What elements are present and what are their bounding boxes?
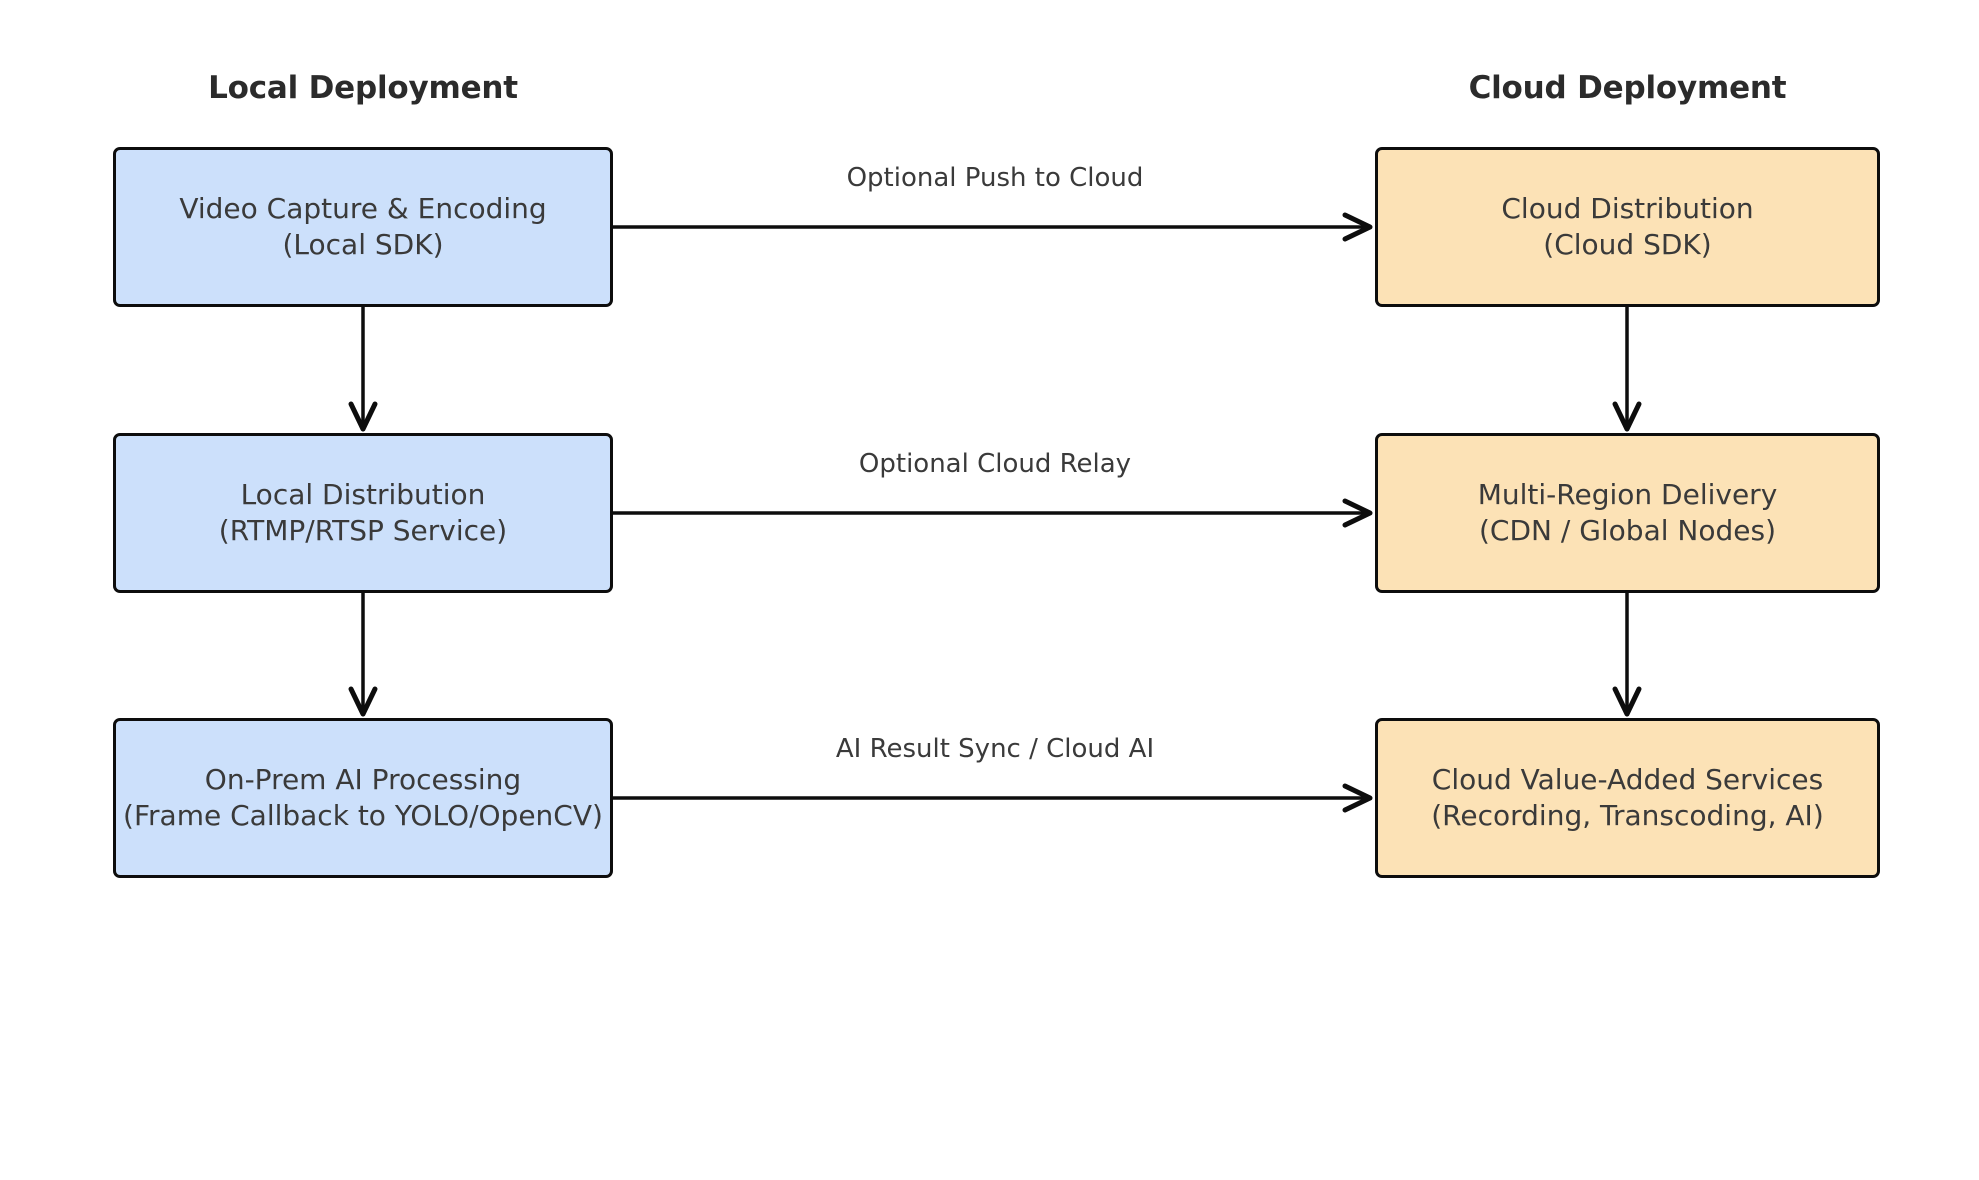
- edge-ai-result-sync: [613, 783, 1373, 813]
- edge-label-push-to-cloud: Optional Push to Cloud: [846, 163, 1144, 193]
- edge-cloud-multiregion-to-value: [1612, 593, 1642, 717]
- node-video-capture-encoding[interactable]: Video Capture & Encoding (Local SDK): [113, 147, 613, 307]
- node-line-1: Cloud Value-Added Services: [1431, 763, 1824, 797]
- edge-local-dist-to-ai: [348, 593, 378, 717]
- node-label: Multi-Region Delivery (CDN / Global Node…: [1478, 477, 1778, 549]
- node-line-1: Local Distribution: [240, 478, 486, 512]
- node-local-distribution[interactable]: Local Distribution (RTMP/RTSP Service): [113, 433, 613, 593]
- column-title-local: Local Deployment: [208, 70, 518, 106]
- node-cloud-distribution[interactable]: Cloud Distribution (Cloud SDK): [1375, 147, 1880, 307]
- node-label: Cloud Value-Added Services (Recording, T…: [1431, 762, 1824, 834]
- node-line-2: (RTMP/RTSP Service): [218, 514, 508, 547]
- node-line-2: (Frame Callback to YOLO/OpenCV): [123, 799, 603, 832]
- node-line-1: Multi-Region Delivery: [1477, 478, 1778, 512]
- edge-push-to-cloud: [613, 212, 1373, 242]
- edge-cloud-relay: [613, 498, 1373, 528]
- node-label: Cloud Distribution (Cloud SDK): [1501, 191, 1753, 263]
- node-onprem-ai-processing[interactable]: On-Prem AI Processing (Frame Callback to…: [113, 718, 613, 878]
- node-line-1: Cloud Distribution: [1501, 192, 1754, 226]
- node-cloud-value-added-services[interactable]: Cloud Value-Added Services (Recording, T…: [1375, 718, 1880, 878]
- node-line-2: (Local SDK): [282, 228, 444, 261]
- node-line-2: (Cloud SDK): [1543, 228, 1712, 261]
- node-line-1: On-Prem AI Processing: [204, 763, 522, 797]
- edge-local-capture-to-dist: [348, 307, 378, 432]
- node-line-2: (Recording, Transcoding, AI): [1431, 799, 1824, 832]
- edge-label-cloud-relay: Optional Cloud Relay: [858, 449, 1132, 479]
- node-multi-region-delivery[interactable]: Multi-Region Delivery (CDN / Global Node…: [1375, 433, 1880, 593]
- node-label: On-Prem AI Processing (Frame Callback to…: [123, 762, 603, 834]
- edge-label-ai-result-sync: AI Result Sync / Cloud AI: [835, 734, 1155, 764]
- node-line-1: Video Capture & Encoding: [179, 192, 547, 226]
- node-label: Video Capture & Encoding (Local SDK): [179, 191, 546, 263]
- node-line-2: (CDN / Global Nodes): [1478, 514, 1777, 547]
- column-title-cloud: Cloud Deployment: [1468, 70, 1787, 106]
- node-label: Local Distribution (RTMP/RTSP Service): [219, 477, 507, 549]
- edge-cloud-dist-to-multiregion: [1612, 307, 1642, 432]
